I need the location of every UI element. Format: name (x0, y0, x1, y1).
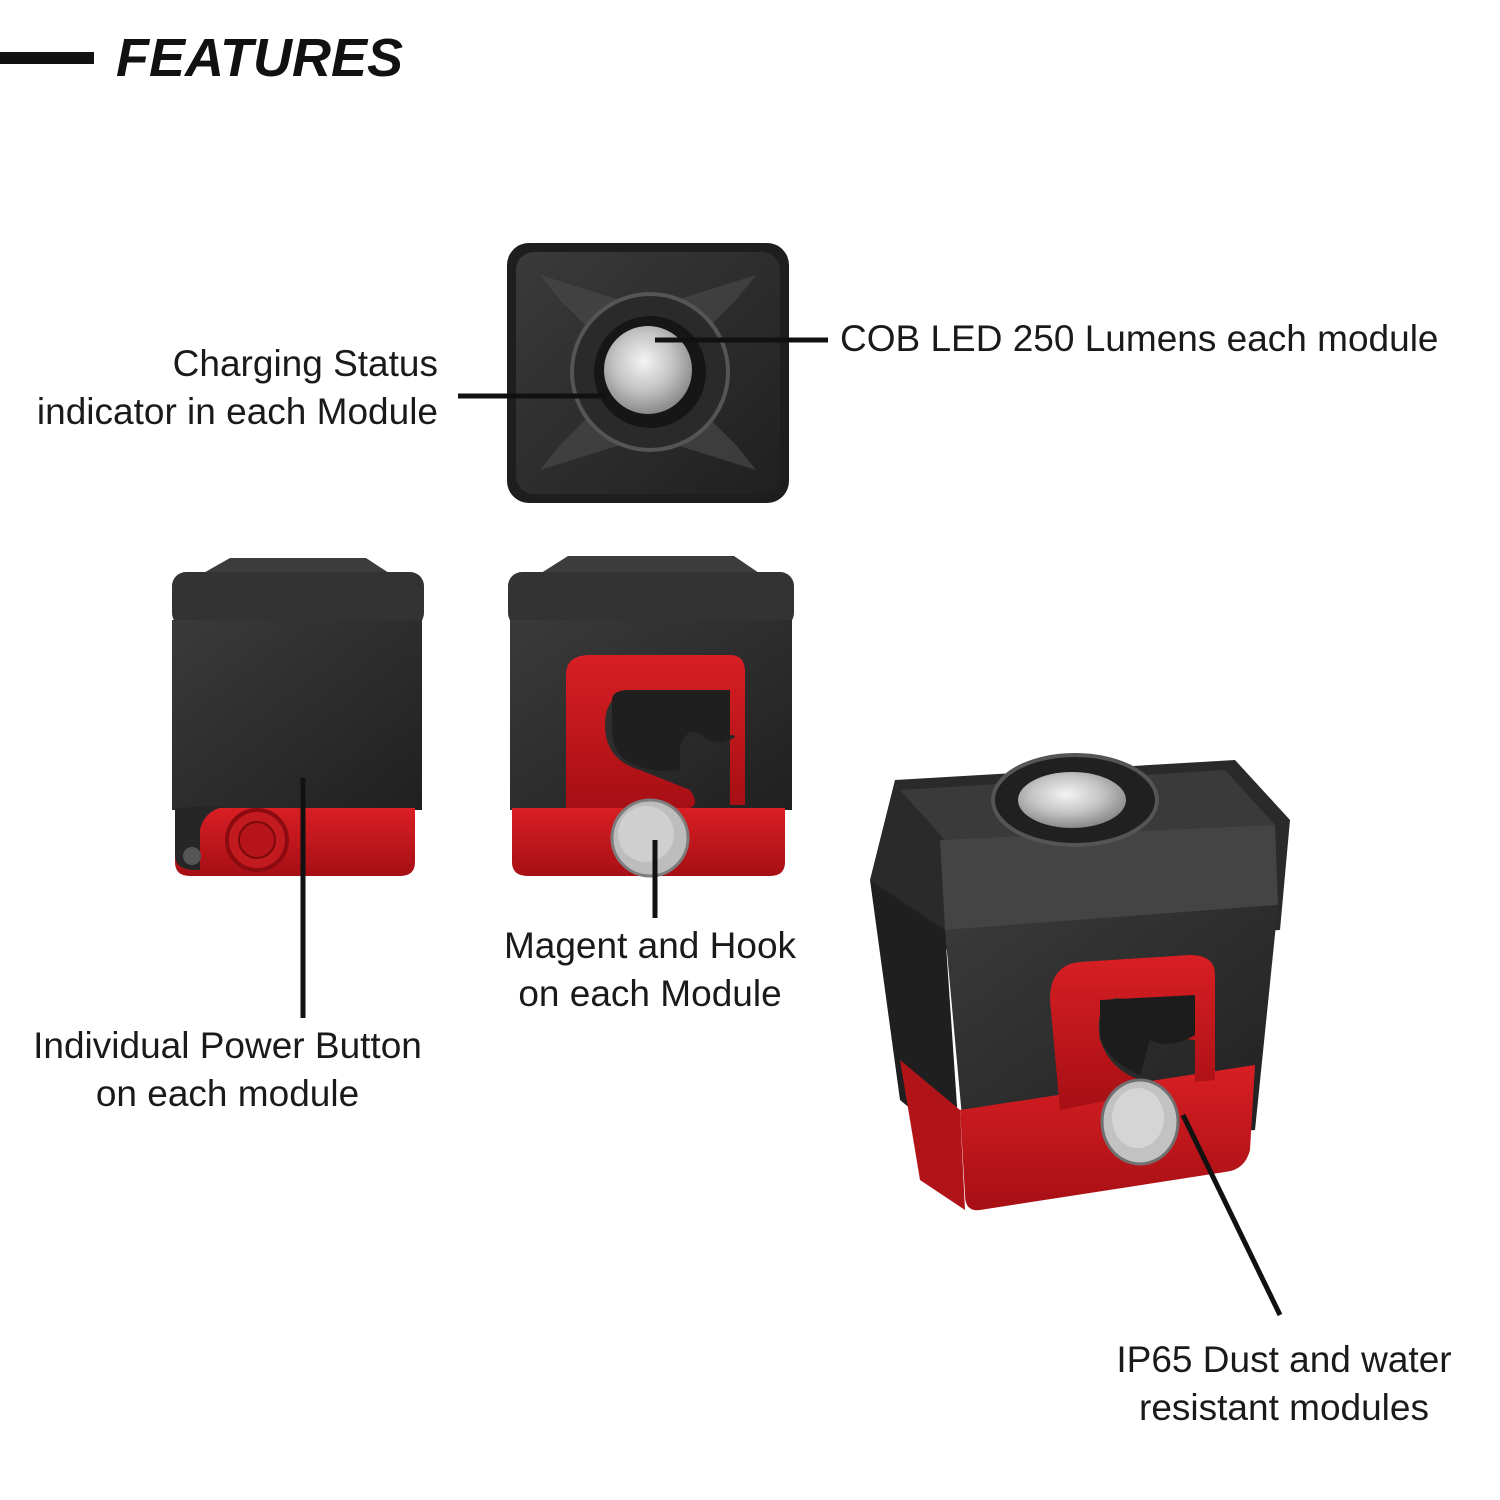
module-top-view (507, 243, 789, 503)
module-side-power-button (172, 558, 424, 876)
ip65-callout: IP65 Dust and water resistant modules (1116, 1339, 1452, 1428)
cob-led-callout: COB LED 250 Lumens each module (840, 318, 1439, 359)
ip65-leader (1180, 1113, 1283, 1317)
header-rule (0, 52, 94, 64)
callout-lines (300, 337, 1283, 1317)
power-button-callout: Individual Power Button on each module (33, 1025, 422, 1114)
magnet-hook-callout: Magent and Hook on each Module (503, 925, 797, 1014)
charging-status-callout: Charging Status indicator in each Module (36, 343, 438, 432)
module-perspective-view (870, 753, 1290, 1211)
page-title: FEATURES (116, 28, 404, 88)
module-side-magnet-hook (508, 556, 794, 878)
